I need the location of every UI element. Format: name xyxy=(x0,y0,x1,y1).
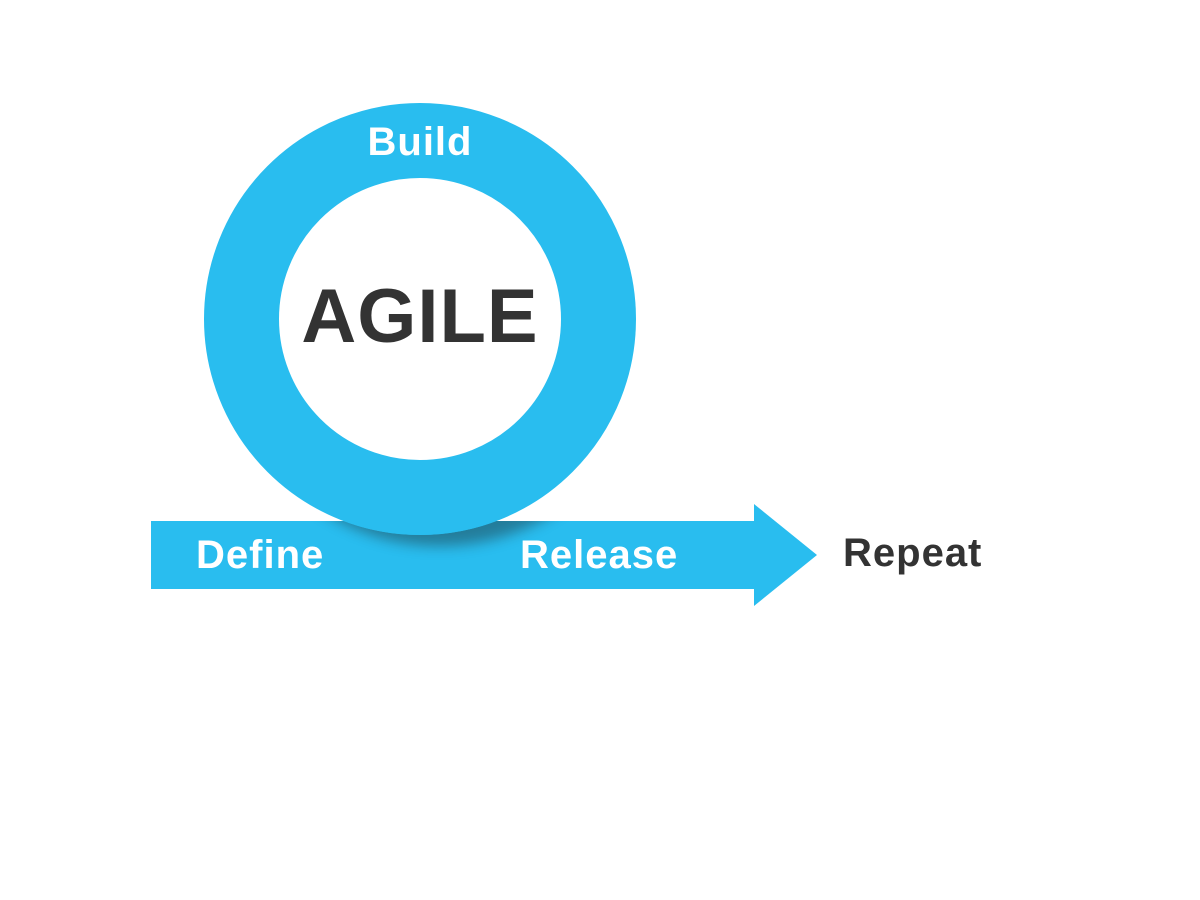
arrow-head-icon xyxy=(754,504,817,606)
build-phase-label: Build xyxy=(367,120,473,164)
repeat-label: Repeat xyxy=(843,531,983,575)
define-phase-label: Define xyxy=(196,533,325,577)
release-phase-label: Release xyxy=(520,533,679,577)
agile-title: AGILE xyxy=(301,274,539,359)
